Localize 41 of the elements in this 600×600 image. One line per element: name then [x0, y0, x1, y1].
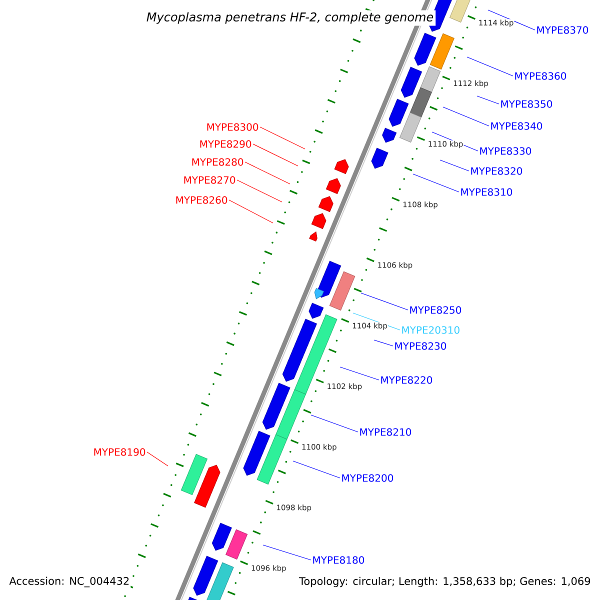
leader-line	[292, 460, 340, 478]
leader-line	[360, 292, 408, 310]
genome-info-text: Topology: circular; Length: 1,358,633 bp; Genes: 1,069	[298, 576, 592, 588]
gene-label: MYPE8280	[192, 158, 244, 166]
gene-label: MYPE8190	[94, 448, 146, 456]
leader-line	[260, 126, 306, 150]
gene-label: MYPE20310	[402, 326, 460, 334]
gene-label: MYPE8180	[313, 556, 364, 564]
gene-label: MYPE8290	[200, 140, 252, 148]
leader-line	[440, 160, 470, 172]
leader-line	[252, 144, 298, 166]
gene-label: MYPE8250	[410, 306, 462, 314]
title: Mycoplasma penetrans HF-2, complete genome	[144, 10, 436, 26]
gene-label: MYPE8270	[184, 176, 236, 184]
gene-label: MYPE8370	[537, 26, 588, 34]
leader-line	[146, 452, 168, 466]
leader-line	[228, 200, 274, 224]
gene-label: MYPE8330	[480, 147, 532, 155]
gene-label: MYPE8230	[395, 342, 446, 350]
accession-text: Accession: NC_004432	[8, 576, 131, 588]
leader-line	[340, 366, 380, 380]
gene-label: MYPE8310	[461, 188, 512, 196]
gene-label: MYPE8350	[501, 100, 552, 108]
gene-label: MYPE8200	[342, 474, 394, 482]
gene-label: MYPE8360	[515, 72, 566, 80]
leader-line	[488, 10, 536, 30]
gene-label: MYPE8300	[207, 123, 258, 131]
leader-line	[310, 414, 358, 432]
gene-label: MYPE8220	[381, 376, 432, 384]
gene-label: MYPE8340	[491, 122, 542, 130]
leader-line	[442, 106, 490, 126]
leader-line	[262, 544, 312, 560]
leader-line	[244, 162, 290, 184]
leader-line	[476, 96, 500, 104]
gene-label: MYPE8210	[360, 428, 412, 436]
leader-line	[412, 174, 460, 192]
leader-line	[374, 340, 394, 346]
leader-line	[466, 56, 514, 76]
gene-label: MYPE8260	[176, 196, 228, 204]
gene-label: MYPE8320	[471, 167, 522, 175]
leader-line	[236, 180, 282, 202]
